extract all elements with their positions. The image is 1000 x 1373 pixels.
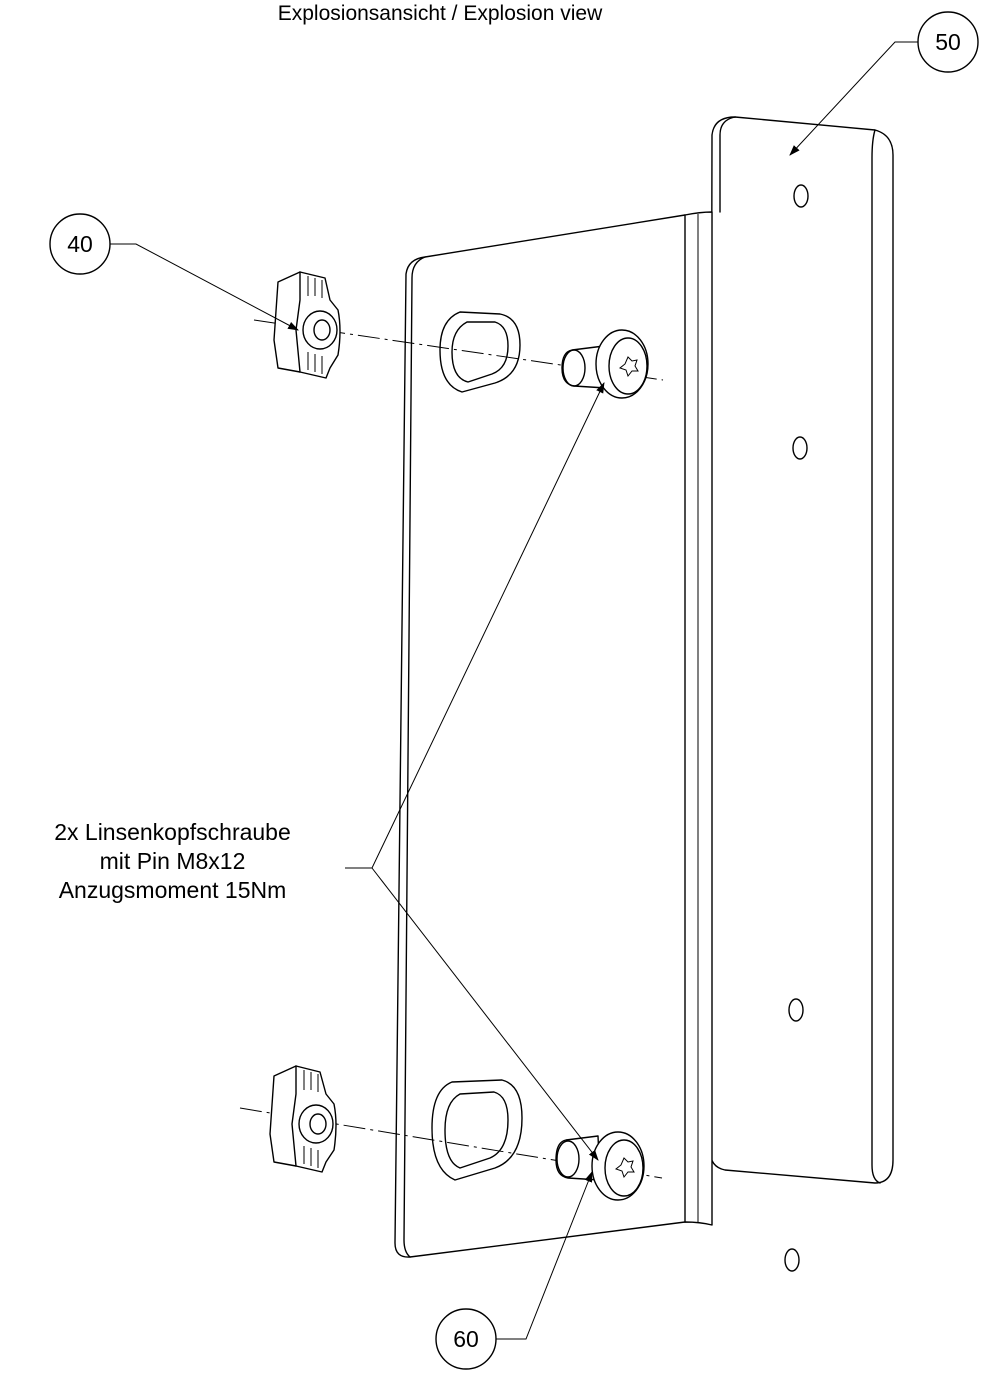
plate-slot-lower [431, 1079, 523, 1181]
t-slot-nut-upper [273, 271, 341, 379]
callout-50-label: 50 [935, 29, 961, 55]
callout-40: 40 [49, 213, 299, 331]
plate-slot-upper [439, 311, 521, 393]
note-leader [345, 382, 605, 1161]
callout-50: 50 [789, 11, 979, 156]
bar-hole [793, 184, 809, 208]
callout-40-label: 40 [67, 231, 93, 257]
screw-note: 2x Linsenkopfschraube mit Pin M8x12 Anzu… [0, 818, 345, 905]
note-line-2: mit Pin M8x12 [99, 848, 246, 874]
button-head-screw-lower [555, 1131, 645, 1201]
callout-60-label: 60 [453, 1326, 479, 1352]
note-line-3: Anzugsmoment 15Nm [58, 877, 287, 903]
callout-60: 60 [435, 1170, 593, 1370]
angle-plate [394, 211, 713, 1258]
button-head-screw-upper [561, 329, 649, 399]
mounting-bar [709, 116, 894, 1272]
bar-hole [792, 436, 808, 460]
t-slot-nut-lower [269, 1065, 337, 1173]
note-line-1: 2x Linsenkopfschraube [54, 819, 291, 845]
bar-hole [788, 998, 804, 1022]
bar-hole [784, 1248, 800, 1272]
drawing-title: Explosionsansicht / Explosion view [277, 2, 603, 25]
